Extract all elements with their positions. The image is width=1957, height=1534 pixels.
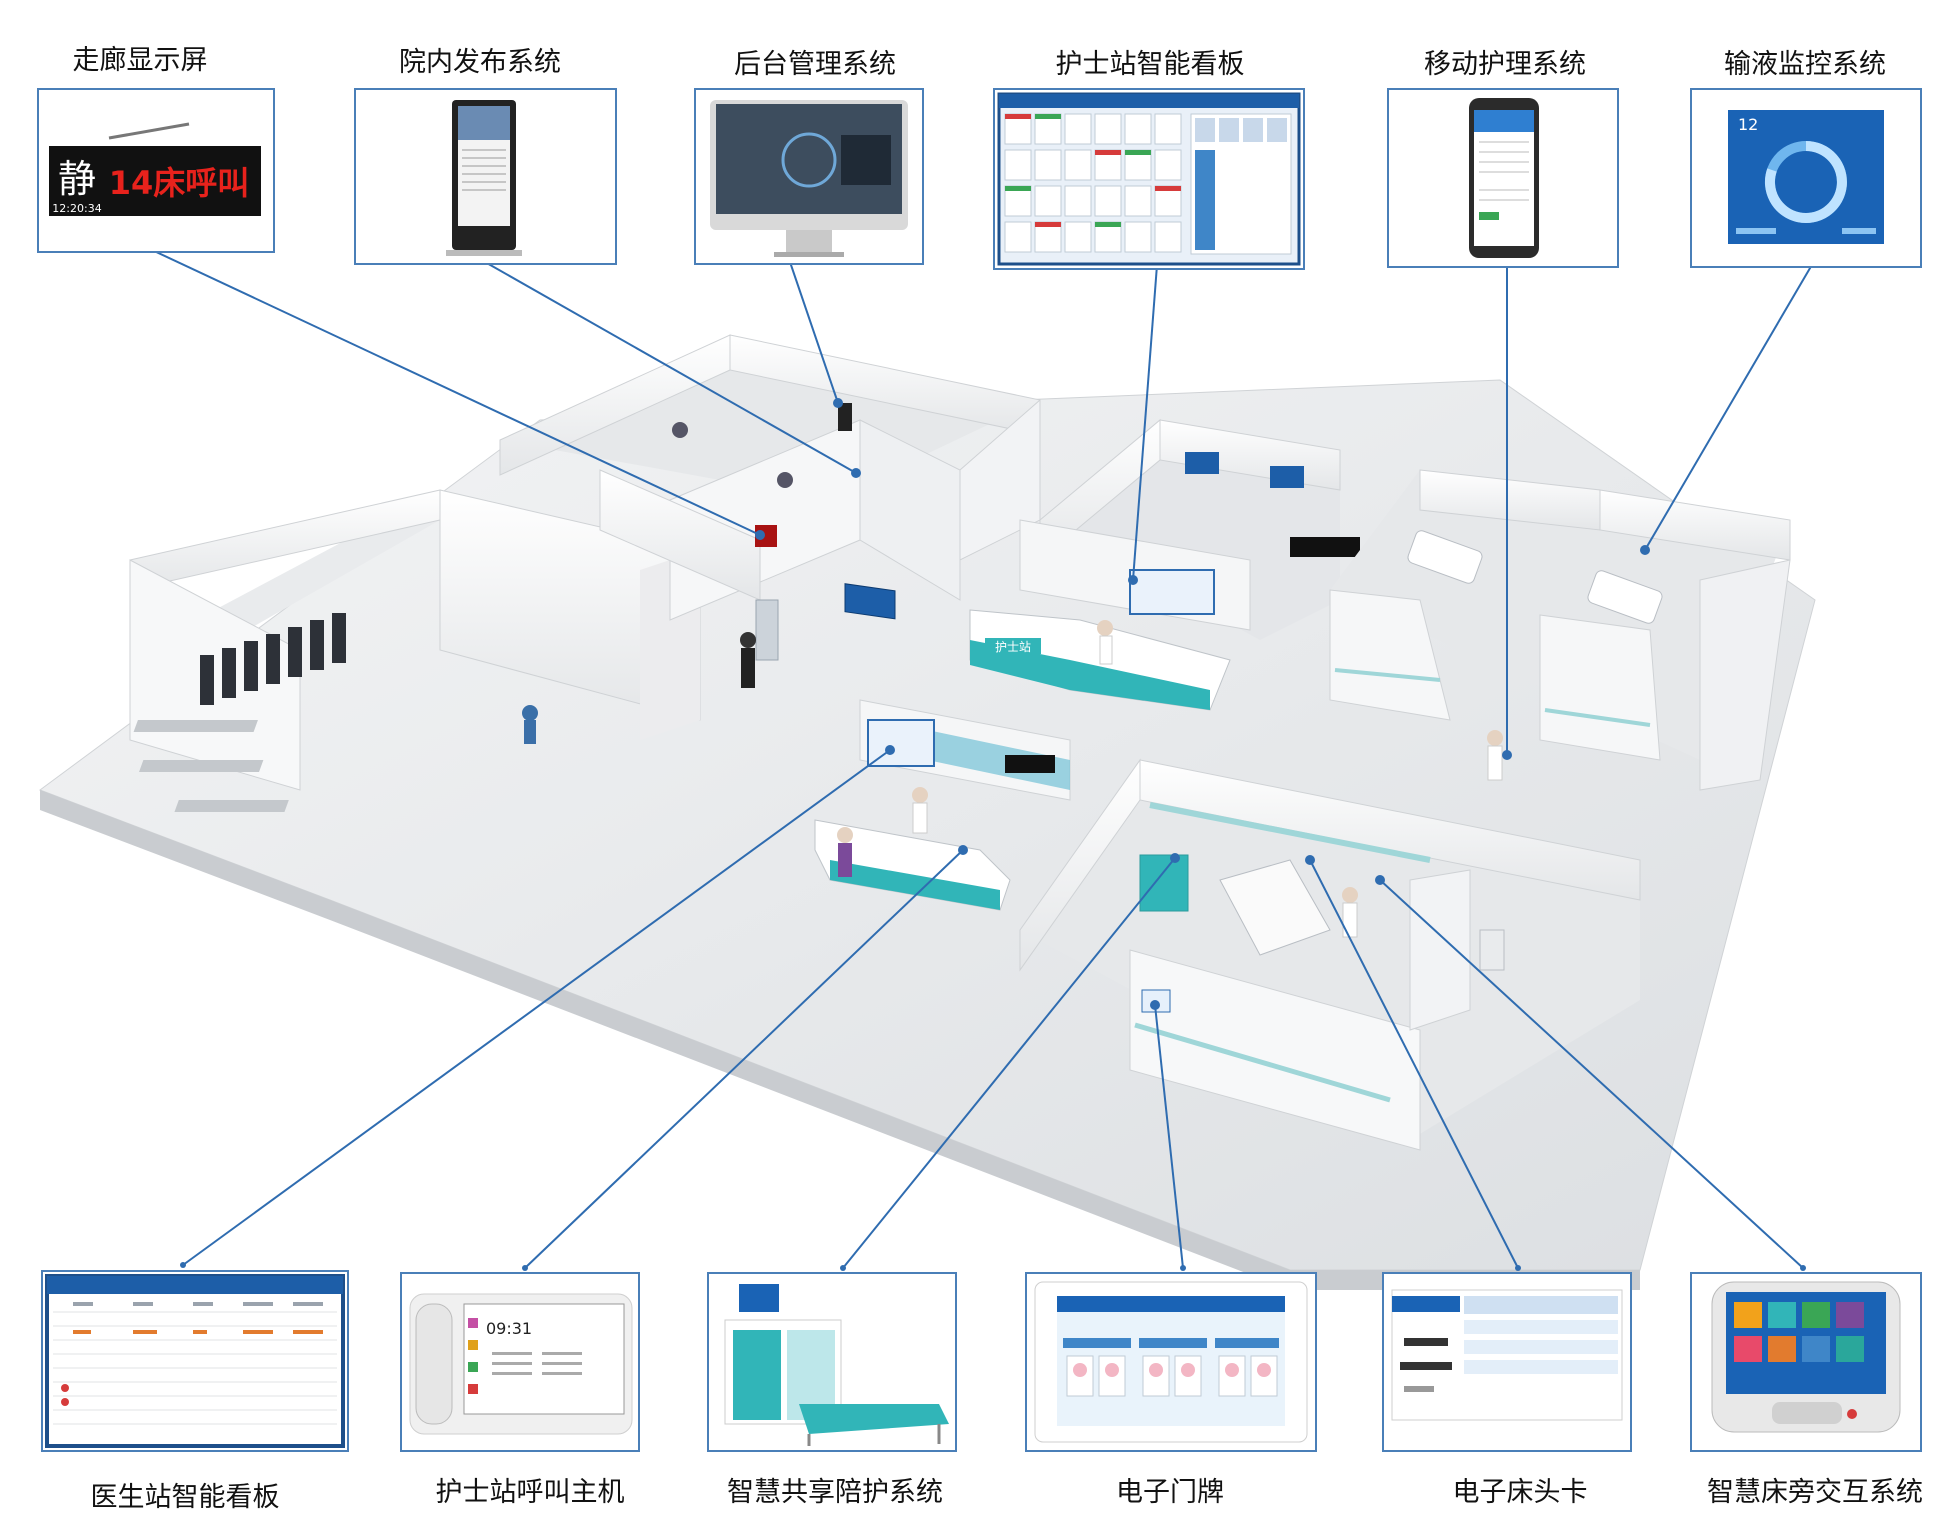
nurse-station-sign: 护士站 — [995, 640, 1031, 654]
label-corridor-display: 走廊显示屏 — [72, 45, 208, 76]
label-publish-system: 院内发布系统 — [399, 47, 561, 78]
frame-bedside-interaction — [1690, 1272, 1922, 1452]
label-mobile-nursing: 移动护理系统 — [1424, 49, 1586, 80]
call-host-device: 09:31 — [409, 1293, 633, 1435]
infusion-number: 12 — [1738, 115, 1758, 134]
doctor-station — [740, 599, 1071, 911]
infusion-screen: 12 — [1728, 110, 1884, 244]
waiting-area — [129, 489, 701, 812]
frame-mobile-nursing — [1387, 88, 1619, 268]
label-backend-system: 后台管理系统 — [734, 49, 896, 80]
call-host-time: 09:31 — [486, 1319, 532, 1338]
frame-backend-system — [694, 88, 924, 265]
corridor-big-char: 静 — [58, 157, 96, 201]
frame-infusion-monitor: 12 — [1690, 88, 1922, 268]
connector-lines — [151, 249, 1814, 1269]
bed-card-screen — [1391, 1289, 1623, 1421]
door-sign-screen — [1034, 1281, 1308, 1443]
frame-corridor-display: 静 14床呼叫 12:20:34 — [37, 88, 275, 253]
corridor-message: 14床呼叫 — [109, 164, 250, 202]
kanban-screen — [997, 92, 1301, 266]
label-bed-card: 电子床头卡 — [1452, 1477, 1588, 1508]
frame-shared-escort — [707, 1272, 957, 1452]
frame-nurse-kanban — [993, 88, 1305, 270]
label-infusion-monitor: 输液监控系统 — [1724, 49, 1886, 80]
label-bedside-interaction: 智慧床旁交互系统 — [1707, 1477, 1923, 1508]
kiosk-device — [446, 100, 522, 256]
frame-door-sign — [1025, 1272, 1317, 1452]
escort-bed-device — [724, 1284, 949, 1446]
pda-device — [1469, 98, 1539, 258]
frame-doctor-kanban — [41, 1270, 349, 1452]
corridor-time: 12:20:34 — [52, 202, 101, 215]
frame-call-host: 09:31 — [400, 1272, 640, 1452]
frame-publish-system — [354, 88, 617, 265]
label-shared-escort: 智慧共享陪护系统 — [727, 1477, 943, 1508]
frame-bed-card — [1382, 1272, 1632, 1452]
label-door-sign: 电子门牌 — [1116, 1477, 1224, 1508]
connector-dots — [149, 247, 1816, 1271]
doctor-kanban-screen — [45, 1274, 345, 1448]
nurse-station-room: 护士站 — [969, 418, 1360, 711]
label-nurse-kanban: 护士站智能看板 — [1055, 49, 1245, 80]
corridor-display-device: 静 14床呼叫 12:20:34 — [49, 122, 261, 216]
label-call-host: 护士站呼叫主机 — [435, 1477, 625, 1508]
monitor-device — [710, 100, 908, 257]
label-doctor-kanban: 医生站智能看板 — [90, 1482, 280, 1513]
bedside-terminal — [1711, 1281, 1901, 1433]
ward-rooms-right — [1329, 469, 1791, 791]
